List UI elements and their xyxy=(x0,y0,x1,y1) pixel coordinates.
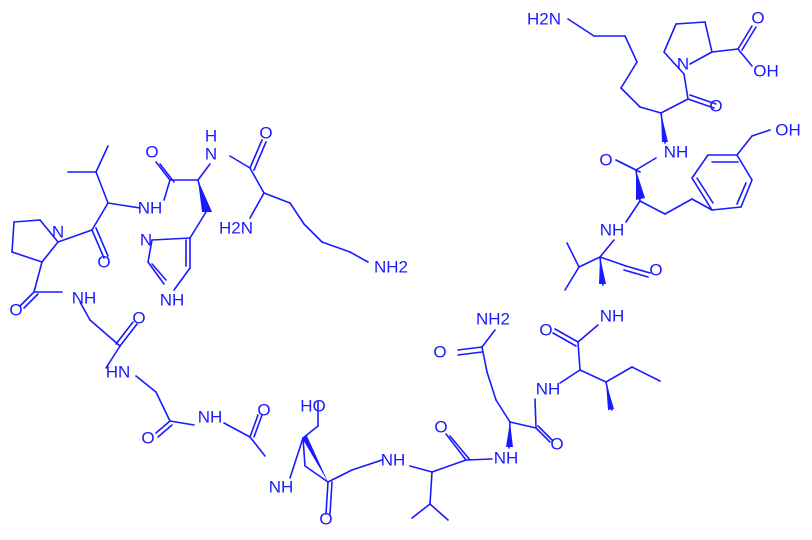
pro-n-left-label: N xyxy=(52,223,64,242)
his-nh-label: N xyxy=(205,145,217,164)
gly2-o-label: O xyxy=(141,429,154,448)
atom-label-layer: H2N N O OH O NH O OH NH O NH O NH NH2 O … xyxy=(9,9,800,529)
his-ring-n-label: N xyxy=(140,231,152,250)
lys-top-amine-label: H2N xyxy=(527,10,561,29)
gly1-nh-label: NH xyxy=(72,289,97,308)
val-top-nh-label: NH xyxy=(600,221,625,240)
his-ring-nh-label: NH xyxy=(160,291,185,310)
gly1-o-label: O xyxy=(132,309,145,328)
his-h-label: H xyxy=(205,127,217,146)
acid-o-label: O xyxy=(751,9,764,28)
val-bottom-nh-label: NH xyxy=(381,451,406,470)
proline-n-top-label: N xyxy=(677,55,689,74)
lys-top-o-label: O xyxy=(709,97,722,116)
lys-left-amine-alpha-label: H2N xyxy=(219,219,253,238)
gly2-nh-label: HN xyxy=(106,363,131,382)
phenol-oh-label: OH xyxy=(775,121,801,140)
lys-left-o-label: O xyxy=(259,124,272,143)
gln-amide-o-label: O xyxy=(433,343,446,362)
val-left-nh-label: NH xyxy=(138,199,163,218)
ser-nh-label: NH xyxy=(269,478,294,497)
gln-o-label: O xyxy=(550,435,563,454)
his-o-label: O xyxy=(145,143,158,162)
val-bottom-o-label: O xyxy=(434,418,447,437)
pro-o-label: O xyxy=(9,301,22,320)
gly3-o-label: O xyxy=(257,401,270,420)
ser-oh-label: HO xyxy=(300,397,326,416)
tyr-o-label: O xyxy=(599,151,612,170)
stereo-wedge-layer xyxy=(198,113,668,482)
val-bottom-carbonyl-o-label: O xyxy=(319,510,332,529)
lys-left-amine-side-label: NH2 xyxy=(374,258,408,277)
acid-oh-label: OH xyxy=(753,62,779,81)
tyr-nh-label: NH xyxy=(664,143,689,162)
val-top-o-label: O xyxy=(649,261,662,280)
val-left-o-label: O xyxy=(97,253,110,272)
ile-o-label: O xyxy=(539,321,552,340)
gln-amide-nh2-label: NH2 xyxy=(476,310,510,329)
ile-nh-right-label: NH xyxy=(600,307,625,326)
ile-nh-left-label: NH xyxy=(536,380,561,399)
gly3-nh-label: NH xyxy=(198,408,223,427)
gln-nh-label: NH xyxy=(494,449,519,468)
